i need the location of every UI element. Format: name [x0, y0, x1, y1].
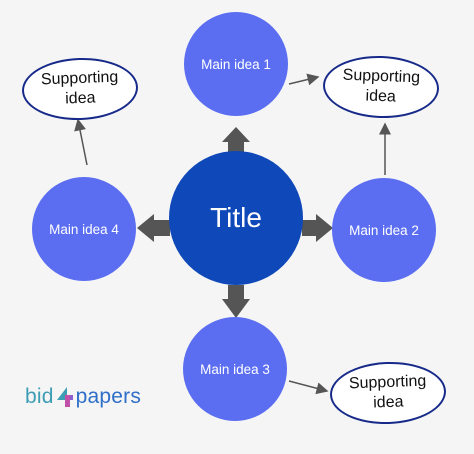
logo-text-bid: bid: [25, 385, 54, 408]
logo-text-papers: papers: [75, 385, 142, 408]
main-idea-4: Main idea 4: [32, 177, 136, 281]
arrow-to-main-idea-2: [302, 214, 333, 242]
arrow-to-main-idea-1: [222, 127, 250, 152]
main-idea-3: Main idea 3: [183, 317, 287, 421]
main-idea-1: Main idea 1: [184, 12, 288, 116]
connector-main-1-to-support: [288, 73, 320, 86]
bid4papers-logo: bid papers: [25, 385, 141, 409]
main-idea-2: Main idea 2: [332, 178, 436, 282]
connector-main-4-to-support: [74, 118, 88, 166]
connector-main-3-to-support: [288, 380, 329, 395]
logo-4-icon: [55, 386, 75, 408]
arrow-to-main-idea-3: [222, 285, 250, 318]
arrow-to-main-idea-4: [137, 214, 170, 242]
title-node: Title: [169, 151, 303, 285]
